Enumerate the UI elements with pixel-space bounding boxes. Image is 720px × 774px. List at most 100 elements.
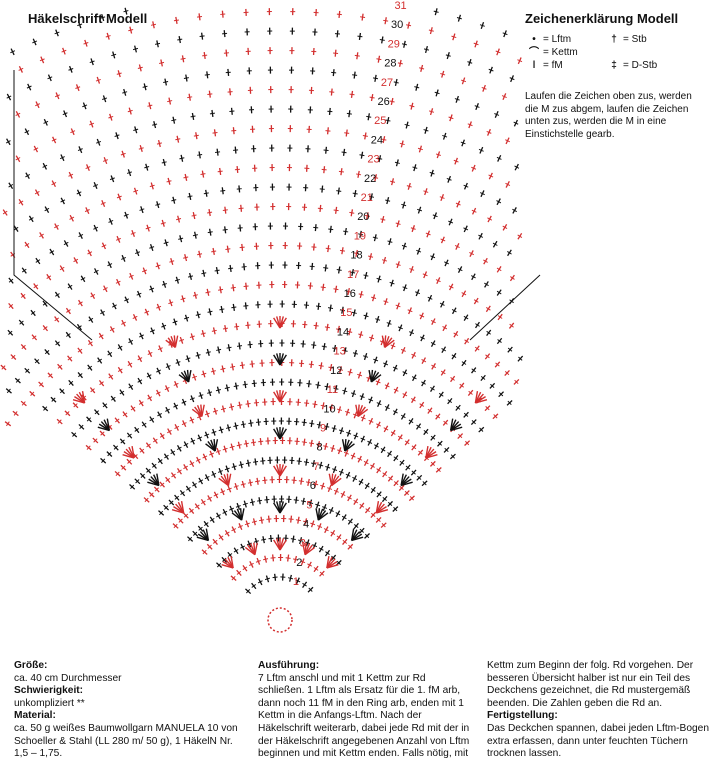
stitch-bar — [184, 78, 189, 79]
stitch-bar — [348, 372, 353, 373]
stitch-bar — [265, 578, 270, 579]
stitch-bar — [299, 481, 304, 482]
stitch-bar — [297, 461, 302, 462]
round-number: 5 — [306, 499, 312, 511]
stitch-bar — [325, 327, 330, 328]
stitch-bar — [325, 467, 330, 468]
stitch-bar — [343, 231, 348, 232]
stitch-bar — [239, 464, 244, 465]
stitch-bar — [206, 352, 211, 353]
stitch-bar — [128, 29, 133, 30]
stitch-bar — [138, 67, 143, 68]
stitch-bar — [179, 158, 184, 159]
material-value: ca. 50 g weißes Baumwollgarn MANUELA 10 … — [14, 723, 242, 761]
stitch-bar — [307, 383, 312, 384]
stitch-bar — [429, 30, 434, 31]
outer-edge-left — [14, 70, 92, 340]
size-value: ca. 40 cm Durchmesser — [14, 673, 242, 686]
stitch-bar — [225, 249, 230, 250]
stitch-bar — [117, 73, 122, 74]
stitch-bar — [207, 392, 212, 393]
stitch-bar — [159, 62, 164, 63]
stitch-bar — [233, 425, 238, 426]
stitch-bar — [100, 17, 105, 18]
stitch-bar — [122, 92, 127, 93]
stitch-bar — [133, 129, 138, 130]
stitch-bar — [344, 133, 349, 134]
round-number: 3 — [300, 538, 306, 550]
stitch-bar — [368, 256, 373, 257]
stitch-bar — [244, 286, 249, 287]
round-number: 21 — [361, 192, 373, 204]
stitch-bar — [301, 501, 306, 502]
stitch-bar — [232, 466, 237, 467]
stitch-bar — [228, 268, 233, 269]
stitch-bar — [259, 520, 264, 521]
stitch-bar — [414, 87, 419, 88]
stitch-bar — [246, 403, 251, 404]
stitch-bar — [241, 484, 246, 485]
stitch-bar — [400, 143, 405, 144]
stitch-bar — [380, 40, 385, 41]
difficulty-label: Schwierigkeit: — [14, 685, 242, 698]
stitch-bar — [382, 260, 387, 261]
stitch-bar — [190, 336, 195, 337]
stitch-bar — [183, 257, 188, 258]
stitch-bar — [322, 346, 327, 347]
stitch-bar — [211, 371, 216, 372]
stitch-bar — [241, 424, 246, 425]
stitch-bar — [167, 101, 172, 102]
stitch-bar — [264, 499, 269, 500]
outer-edge-right — [470, 275, 540, 340]
stitch-bar — [152, 124, 157, 125]
stitch-bar — [128, 110, 133, 111]
info-column: Größe: ca. 40 cm Durchmesser Schwierigke… — [14, 660, 242, 761]
round-number: 6 — [310, 480, 316, 492]
stitch-bar — [245, 325, 250, 326]
round-number: 19 — [354, 230, 366, 242]
stitch-bar — [376, 59, 381, 60]
stitch-bar — [289, 519, 294, 520]
finishing-label: Fertigstellung: — [487, 710, 709, 723]
stitch-bar — [405, 124, 410, 125]
instructions-label: Ausführung: — [258, 660, 472, 673]
stitch-bar — [385, 200, 390, 201]
stitch-bar — [213, 132, 218, 133]
stitch-bar — [193, 295, 198, 296]
stitch-bar — [359, 155, 364, 156]
stitch-bar — [261, 539, 266, 540]
stitch-bar — [371, 297, 376, 298]
stitch-bar — [440, 74, 445, 75]
instructions-continued: Kettm zum Beginn der folg. Rd vorgehen. … — [487, 660, 709, 710]
stitch-bar — [323, 268, 328, 269]
stitch-bar — [302, 442, 307, 443]
stitch-bar — [395, 162, 400, 163]
round-number: 12 — [330, 365, 342, 377]
stitch-bar — [248, 423, 253, 424]
stitch-bar — [353, 193, 358, 194]
stitch-bar — [237, 445, 242, 446]
stitch-bar — [373, 237, 378, 238]
stitch-bar — [206, 292, 211, 293]
stitch-bar — [133, 48, 138, 49]
fan-stitch — [189, 370, 191, 382]
stitch-bar — [398, 63, 403, 64]
stitch-bar — [227, 347, 232, 348]
stitch-bar — [359, 294, 364, 295]
stitch-bar — [353, 353, 358, 354]
stitch-bar — [216, 349, 221, 350]
stitch-bar — [373, 78, 378, 79]
legend-note: Laufen die Zeichen oben zus, werden die … — [525, 91, 705, 141]
stitch-bar — [424, 130, 429, 131]
stitch-bar — [124, 11, 129, 12]
stitch-bar — [207, 94, 212, 95]
stitch-bar — [201, 273, 206, 274]
stitch-bar — [192, 215, 197, 216]
stitch-bar — [162, 162, 167, 163]
stitch-bar — [396, 223, 401, 224]
round-number: 28 — [384, 58, 396, 70]
stitch-bar — [219, 309, 224, 310]
stitch-bar — [352, 312, 357, 313]
stitch-bar — [205, 75, 210, 76]
stitch-bar — [252, 383, 257, 384]
